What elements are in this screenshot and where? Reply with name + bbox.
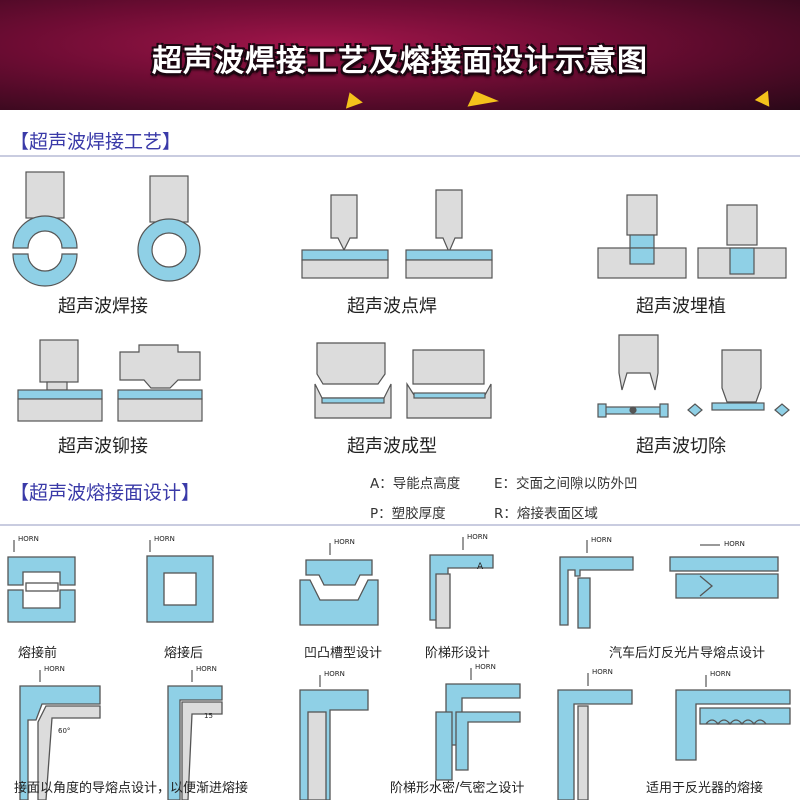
spot-welding-diagram (301, 189, 493, 279)
cutting-diagram (597, 334, 790, 418)
section-heading-design: 【超声波熔接面设计】 (10, 482, 201, 504)
horn-label: HORN (710, 670, 731, 678)
reflector-welding-diagram (675, 689, 791, 761)
caption-car-lamp: 汽车后灯反光片导熔点设计 (609, 646, 766, 661)
item-label-spot-welding: 超声波点焊 (347, 296, 437, 317)
dim-a: A (477, 562, 484, 572)
divider (0, 155, 800, 157)
angled-joint-diagram (19, 685, 101, 800)
caption-after: 熔接后 (164, 646, 204, 661)
angled-joint-15-diagram (167, 685, 223, 800)
caption-step: 阶梯形设计 (425, 646, 491, 661)
item-label-cutting: 超声波切除 (636, 436, 726, 457)
banner-title: 超声波焊接工艺及熔接面设计示意图 (152, 44, 648, 79)
groove-design-diagram (299, 559, 379, 626)
after-welding-diagram (146, 555, 214, 623)
horn-label: HORN (196, 665, 217, 673)
reflector-step-diagram (559, 556, 634, 629)
dim-angle: 60° (58, 727, 71, 735)
car-lamp-reflector-diagram (669, 556, 779, 599)
horn-label: HORN (334, 538, 355, 546)
item-label-riveting: 超声波铆接 (58, 436, 148, 457)
horn-label: HORN (324, 670, 345, 678)
horn-label: HORN (592, 668, 613, 676)
caption-angled-joint: 接面以角度的导熔点设计，以便渐进熔接 (14, 781, 249, 796)
horn-label: HORN (467, 533, 488, 541)
legend-a: A：导能点高度 (370, 476, 461, 492)
horn-label: HORN (44, 665, 65, 673)
corner-joint-diagram (557, 689, 633, 800)
welding-diagram (12, 171, 201, 287)
section-heading-process: 【超声波焊接工艺】 (10, 131, 182, 153)
forming-diagram (314, 342, 492, 419)
before-welding-diagram (7, 556, 76, 623)
item-label-welding: 超声波焊接 (58, 296, 148, 317)
horn-label: HORN (18, 535, 39, 543)
horn-label: HORN (154, 535, 175, 543)
step-seal-diagram (435, 683, 521, 781)
divider (0, 524, 800, 526)
caption-groove: 凹凸槽型设计 (304, 646, 383, 661)
legend-e: E：交面之间隙以防外凹 (494, 476, 638, 492)
horn-label: HORN (475, 663, 496, 671)
legend-p: P：塑胶厚度 (370, 506, 446, 522)
legend-r: R：熔接表面区域 (494, 506, 598, 522)
dim-15: 15 (204, 712, 213, 720)
caption-before: 熔接前 (18, 646, 58, 661)
step-design-diagram (429, 554, 494, 629)
step-seal-narrow-diagram (299, 689, 369, 800)
caption-step-seal: 阶梯形水密/气密之设计 (390, 781, 525, 796)
title-banner (0, 0, 800, 110)
riveting-diagram (17, 339, 203, 422)
caption-reflector: 适用于反光器的熔接 (646, 781, 764, 796)
item-label-embedding: 超声波埋植 (636, 296, 726, 317)
item-label-forming: 超声波成型 (347, 436, 437, 457)
embedding-diagram (597, 194, 787, 279)
horn-label: HORN (724, 540, 745, 548)
horn-label: HORN (591, 536, 612, 544)
